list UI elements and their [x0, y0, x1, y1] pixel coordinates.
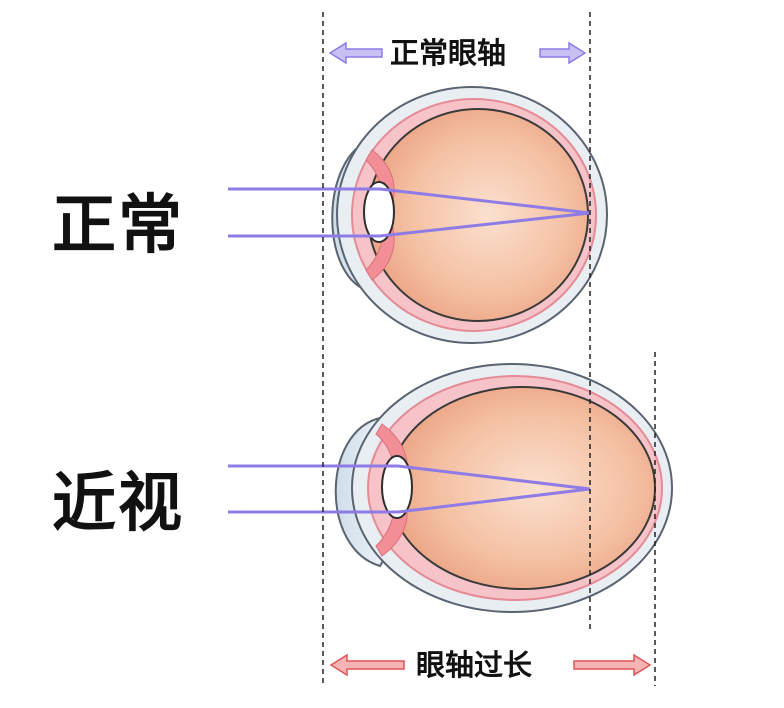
- myopia-light-ray-top: [228, 464, 591, 491]
- long-axis-arrow-left: [329, 653, 405, 677]
- long-axis-arrow-right: [573, 653, 652, 677]
- normal-axis-label: 正常眼轴: [384, 35, 513, 71]
- normal-axis-arrow: [328, 41, 587, 65]
- normal-vitreous: [367, 108, 589, 322]
- normal-light-ray-top: [228, 187, 591, 215]
- normal-lens: [363, 181, 395, 243]
- normal-axis-arrow-right: [539, 41, 587, 65]
- myopia-eye: [228, 363, 673, 613]
- normal-light-ray-bottom: [228, 211, 591, 238]
- normal-eye: [228, 86, 608, 344]
- normal-row-label: 正常: [52, 189, 184, 263]
- myopia-vitreous: [388, 386, 656, 590]
- long-axis-arrow: [329, 653, 652, 677]
- normal-axis-arrow-left: [328, 41, 383, 65]
- myopia-row-label: 近视: [52, 467, 184, 541]
- myopia-lens: [381, 455, 413, 519]
- myopia-light-ray-bottom: [228, 487, 591, 514]
- long-axis-label: 眼轴过长: [410, 647, 539, 683]
